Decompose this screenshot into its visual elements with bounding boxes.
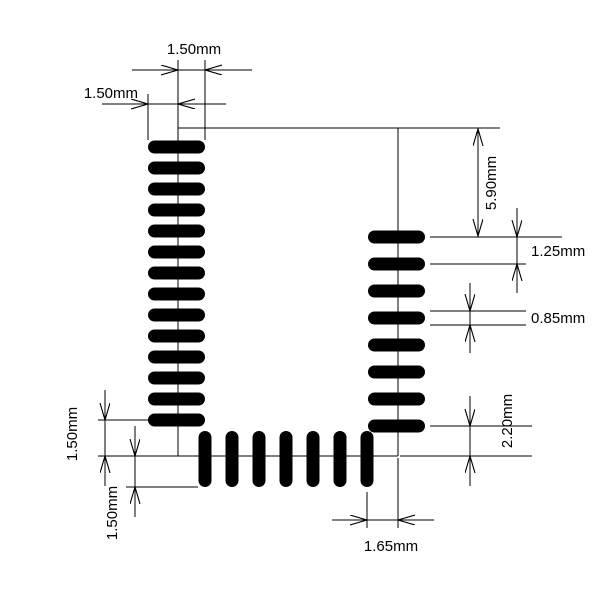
pad	[198, 431, 212, 487]
pad	[368, 338, 425, 352]
bottom-pad-array	[198, 431, 374, 487]
dim-top-left-span: 1.50mm	[84, 85, 226, 140]
dim-right-top: 5.90mm	[398, 128, 500, 236]
dim-bottom-right-span: 1.65mm	[332, 458, 434, 555]
pad	[279, 431, 293, 487]
pad	[368, 365, 425, 379]
pad	[148, 140, 205, 154]
dim-left-lower-b: 1.50mm	[104, 426, 198, 540]
pad	[148, 182, 205, 196]
dim-right-top-label: 5.90mm	[483, 156, 500, 210]
pad	[148, 287, 205, 301]
left-pad-array	[148, 140, 205, 427]
pad	[360, 431, 374, 487]
dim-top-span-label: 1.50mm	[167, 41, 221, 58]
pad	[148, 392, 205, 406]
pad	[148, 224, 205, 238]
pad	[148, 203, 205, 217]
pad	[148, 161, 205, 175]
pad	[148, 413, 205, 427]
pad	[368, 311, 425, 325]
pad	[148, 245, 205, 259]
pad	[368, 392, 425, 406]
dim-right-bottom: 2.20mm	[400, 394, 532, 486]
pad	[148, 266, 205, 280]
dim-right-pad-width: 0.85mm	[430, 283, 585, 353]
pad	[306, 431, 320, 487]
dim-right-bottom-label: 2.20mm	[499, 394, 516, 448]
pad	[368, 257, 425, 271]
dim-right-pad-width-label: 0.85mm	[531, 310, 585, 327]
dim-bottom-right-span-label: 1.65mm	[364, 538, 418, 555]
pad	[252, 431, 266, 487]
dim-left-lower-b-label: 1.50mm	[104, 486, 121, 540]
pad	[148, 350, 205, 364]
pad	[148, 329, 205, 343]
pad	[225, 431, 239, 487]
dim-left-lower-a: 1.50mm	[64, 390, 178, 486]
pad	[148, 371, 205, 385]
pad	[368, 419, 425, 433]
dim-left-lower-a-label: 1.50mm	[64, 407, 81, 461]
dim-top-left-span-label: 1.50mm	[84, 85, 138, 102]
right-pad-array	[368, 230, 425, 433]
pad	[148, 308, 205, 322]
pad	[368, 284, 425, 298]
dim-right-pitch: 1.25mm	[430, 208, 585, 293]
dim-top-span: 1.50mm	[132, 41, 252, 140]
module-outline	[177, 127, 399, 457]
pad	[368, 230, 425, 244]
pad	[333, 431, 347, 487]
dim-right-pitch-label: 1.25mm	[531, 243, 585, 260]
